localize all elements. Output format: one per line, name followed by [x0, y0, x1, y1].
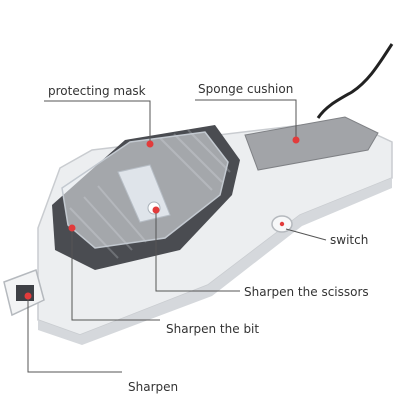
sharpen-slot-gap	[16, 285, 34, 301]
leader-sharpen-scissors	[155, 210, 240, 292]
dot-sharpen-scissors	[152, 206, 160, 214]
leader-sponge-cushion	[195, 99, 297, 140]
power-cord	[316, 43, 394, 119]
label-sponge-cushion: Sponge cushion	[198, 82, 294, 96]
label-sharpen-bit: Sharpen the bit	[166, 322, 260, 336]
body-shadow-face	[38, 178, 392, 345]
dot-sponge-cushion	[292, 136, 300, 144]
leader-sharpen	[27, 296, 122, 373]
leader-protecting-mask	[44, 100, 151, 144]
label-sharpen: Sharpen	[128, 380, 179, 394]
dot-sharpen-bit	[68, 224, 76, 232]
leader-switch	[285, 228, 327, 241]
label-sharpen-scissors: Sharpen the scissors	[244, 285, 369, 299]
dot-sharpen	[24, 292, 32, 300]
leader-lines	[27, 99, 327, 373]
sponge-cushion-pad	[244, 116, 379, 171]
label-switch: switch	[330, 233, 369, 247]
label-protecting-mask: protecting mask	[48, 84, 146, 98]
leader-sharpen-bit	[71, 228, 160, 321]
pointer-dots	[24, 136, 300, 300]
dot-protecting-mask	[146, 140, 154, 148]
switch-dot	[279, 221, 285, 227]
